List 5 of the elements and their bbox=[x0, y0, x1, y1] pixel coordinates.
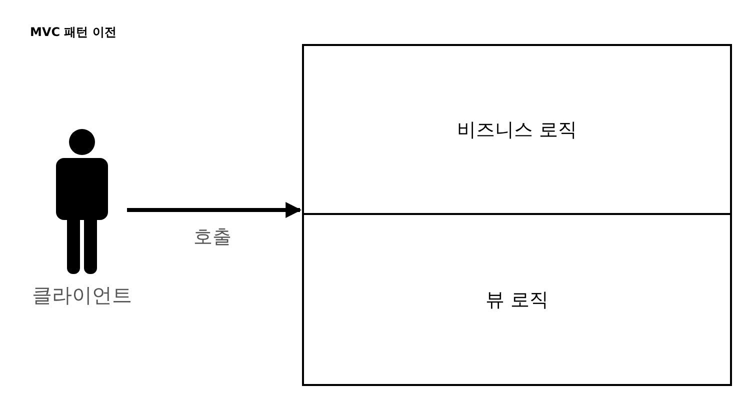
box-label: 비즈니스 로직 bbox=[456, 118, 578, 142]
arrow bbox=[127, 202, 302, 218]
diagram-title: MVC 패턴 이전 bbox=[30, 24, 116, 41]
box-label: 뷰 로직 bbox=[485, 288, 549, 312]
person-caption: 클라이언트 bbox=[32, 282, 132, 309]
